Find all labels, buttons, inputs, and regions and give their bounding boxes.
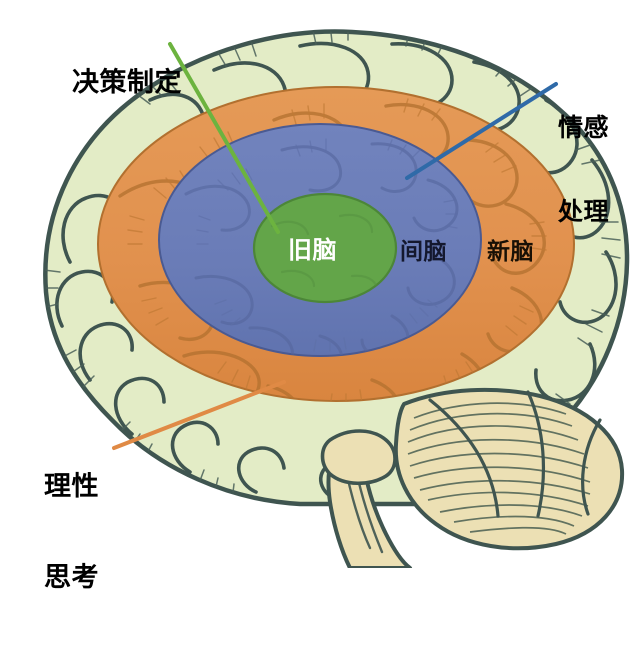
pons-bulge (320, 429, 397, 486)
cerebellum-group (393, 387, 625, 551)
leader-line-decision (168, 42, 280, 234)
callout-decision-making-line-1: 决策制定 (72, 67, 182, 99)
leader-line-emotion (405, 82, 558, 180)
callout-rational-thinking: 理性 思考 (44, 412, 99, 654)
brain-illustration (43, 29, 630, 568)
brainstem-group (320, 429, 412, 568)
callout-rational-thinking-line-1: 理性 (44, 471, 99, 503)
leader-line-rational (112, 380, 286, 450)
region-label-neocortex: 新脑 (487, 239, 534, 265)
callout-emotional-processing-line-1: 情感 (558, 113, 610, 142)
callout-decision-making: 决策制定 (72, 8, 182, 159)
callout-emotional-processing: 情感 处理 (558, 58, 609, 282)
region-label-diencephalon: 间脑 (400, 239, 447, 265)
region-label-old-brain: 旧脑 (288, 236, 337, 264)
diagram-canvas: 决策制定 情感 处理 理性 思考 旧脑 间脑 新脑 (43, 8, 630, 593)
callout-emotional-processing-line-2: 处理 (558, 197, 610, 226)
leader-lines (112, 42, 558, 450)
region-old-brain (252, 192, 398, 304)
